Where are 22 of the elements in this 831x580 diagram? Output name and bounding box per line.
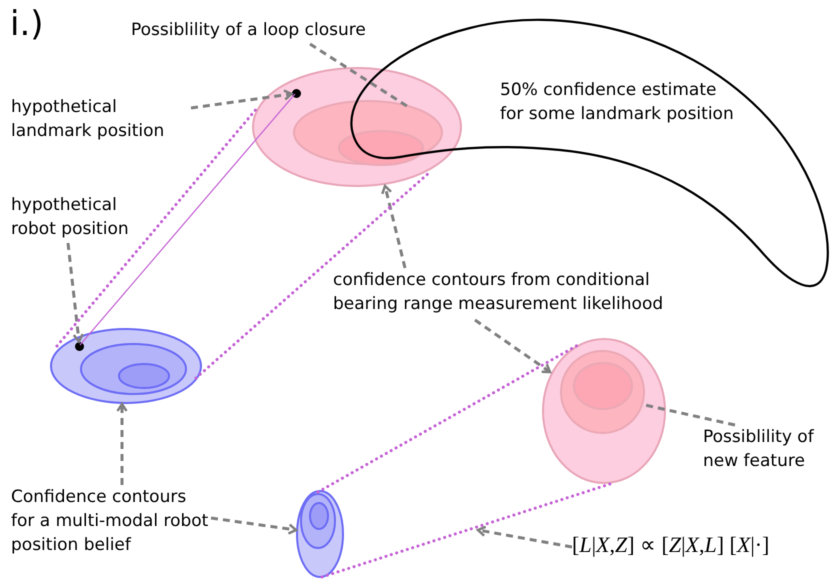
panel-label: i.) <box>10 4 44 44</box>
dotted-line <box>316 344 580 494</box>
dotted-line <box>194 170 432 380</box>
annotation-text: confidence contours from conditional bearing range measurement likelihood <box>333 268 718 320</box>
annotation-text: hypothetical robot position <box>11 193 141 243</box>
dotted-line <box>56 106 260 348</box>
arrow <box>66 242 84 343</box>
annotation-text: 50% confidence estimate for some landmark position <box>500 79 735 126</box>
arrow <box>210 516 298 535</box>
arrow <box>381 184 406 268</box>
annotation-text: Possiblility of a loop closure <box>131 18 406 44</box>
annotation-text: Possiblility of new feature <box>703 425 828 477</box>
annotation-text: Confidence contours for a multi-modal robot position belief <box>11 485 211 563</box>
leader-line <box>644 404 736 426</box>
arrow <box>190 89 293 110</box>
arrow <box>116 402 128 485</box>
arrow <box>474 318 552 374</box>
formula-text: [L|X,Z] ∝ [Z|X,L] [X|·] <box>572 530 827 562</box>
annotation-text: hypothetical landmark position <box>11 95 191 145</box>
arrow <box>476 526 572 548</box>
dotted-line <box>320 482 612 578</box>
connector-line <box>80 94 296 346</box>
